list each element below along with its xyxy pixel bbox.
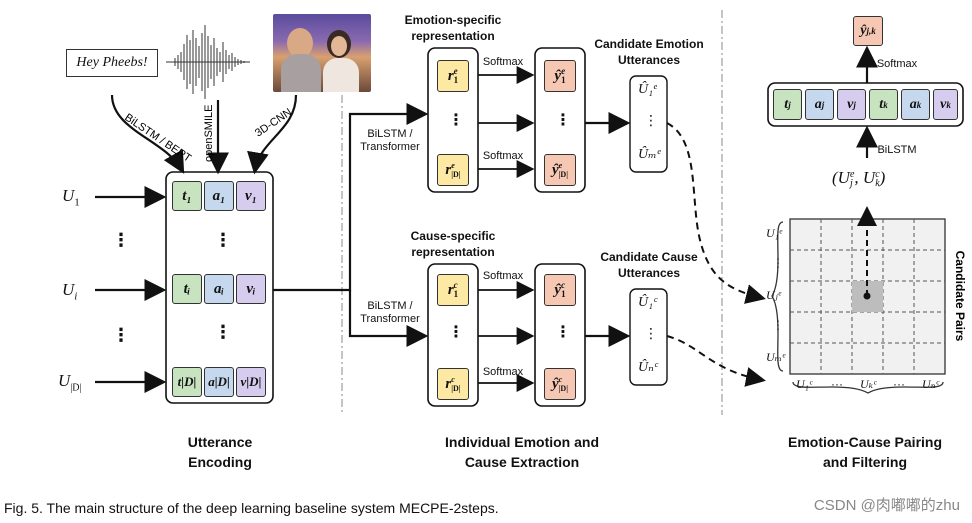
- candidate-cause-title: Candidate Cause Utterances: [600, 250, 698, 280]
- waveform-icon: [166, 25, 250, 99]
- section-title-encoding: Utterance Encoding: [187, 434, 253, 470]
- section-title-extraction: Individual Emotion and Cause Extraction: [445, 434, 599, 470]
- candidate-cause-first: Û₁ᶜ: [638, 295, 657, 310]
- grid-col-first: U₁ᶜ: [796, 377, 812, 391]
- encoding-dots-2: ⋮: [214, 322, 232, 342]
- candidate-cause-last: Ûₙᶜ: [638, 360, 658, 375]
- emotion-encoder-label: BiLSTM / Transformer: [360, 128, 420, 153]
- grid-col-dots-2: ···: [893, 377, 905, 391]
- watermark: CSDN @肉嘟嘟的zhu: [813, 497, 960, 514]
- emotion-repr-dots: ⋮: [448, 112, 464, 129]
- visual-feature-1: v₁: [236, 181, 266, 211]
- opensmile-label: openSMILE: [203, 105, 215, 162]
- visual-feature-d: v|D|: [236, 367, 266, 397]
- video-frame-image: [273, 14, 371, 92]
- text-input-bubble: Hey Pheebs!: [66, 49, 158, 77]
- text-input-label: Hey Pheebs!: [76, 55, 148, 70]
- cause-pred-dots: ⋮: [555, 324, 571, 341]
- softmax-label-e1: Softmax: [482, 56, 524, 68]
- candidate-emotion-first: Û₁ᵉ: [638, 82, 657, 97]
- candidate-emotion-last: Ûₘᵉ: [638, 147, 661, 162]
- text-feature-1: t₁: [172, 181, 202, 211]
- candidate-pairs-label: Candidate Pairs: [953, 251, 967, 342]
- utterance-dots-1: ⋮: [112, 230, 130, 250]
- candidate-emotion-title: Candidate Emotion Utterances: [594, 37, 704, 67]
- audio-feature-d: a|D|: [204, 367, 234, 397]
- emotion-pred-dots: ⋮: [555, 112, 571, 129]
- encoding-dots-1: ⋮: [214, 230, 232, 250]
- softmax-label-e2: Softmax: [482, 150, 524, 162]
- audio-feature-i: aᵢ: [204, 274, 234, 304]
- utterance-dots-2: ⋮: [112, 325, 130, 345]
- grid-row-first: U₁ᵉ: [766, 226, 782, 240]
- grid-col-k: Uₖᶜ: [860, 377, 877, 391]
- grid-row-dots-2: ⋮: [772, 318, 784, 332]
- grid-row-last: Uₘᵉ: [766, 350, 786, 364]
- utterance-label-1: U1: [62, 186, 80, 209]
- pair-softmax-label: Softmax: [876, 58, 918, 70]
- emotion-representation-header: Emotion-specific representation: [404, 13, 502, 43]
- visual-feature-i: vᵢ: [236, 274, 266, 304]
- grid-col-dots-1: ···: [831, 377, 843, 391]
- grid-col-last: Uₙᶜ: [922, 377, 939, 391]
- candidate-cause-dots: ⋮: [644, 325, 658, 341]
- grid-row-dots-1: ⋮: [772, 256, 784, 270]
- audio-feature-1: a₁: [204, 181, 234, 211]
- pair-bilstm-label: BiLSTM: [877, 144, 917, 156]
- candidate-emotion-dots: ⋮: [644, 112, 658, 128]
- text-feature-d: t|D|: [172, 367, 202, 397]
- figure-caption: Fig. 5. The main structure of the deep l…: [4, 500, 499, 516]
- cause-representation-header: Cause-specific representation: [410, 229, 496, 259]
- cause-repr-dots: ⋮: [448, 324, 464, 341]
- encoding-box: [165, 171, 274, 404]
- softmax-label-c1: Softmax: [482, 270, 524, 282]
- utterance-label-d: U|D|: [58, 371, 82, 394]
- section-title-pairing: Emotion-Cause Pairing and Filtering: [787, 434, 943, 470]
- utterance-label-i: Ui: [62, 280, 78, 303]
- bilstm-bert-label: BiLSTM / BERT: [122, 112, 193, 165]
- softmax-label-c2: Softmax: [482, 366, 524, 378]
- text-feature-i: tᵢ: [172, 274, 202, 304]
- cause-encoder-label: BiLSTM / Transformer: [360, 300, 420, 325]
- grid-row-j: Uⱼᵉ: [766, 288, 781, 302]
